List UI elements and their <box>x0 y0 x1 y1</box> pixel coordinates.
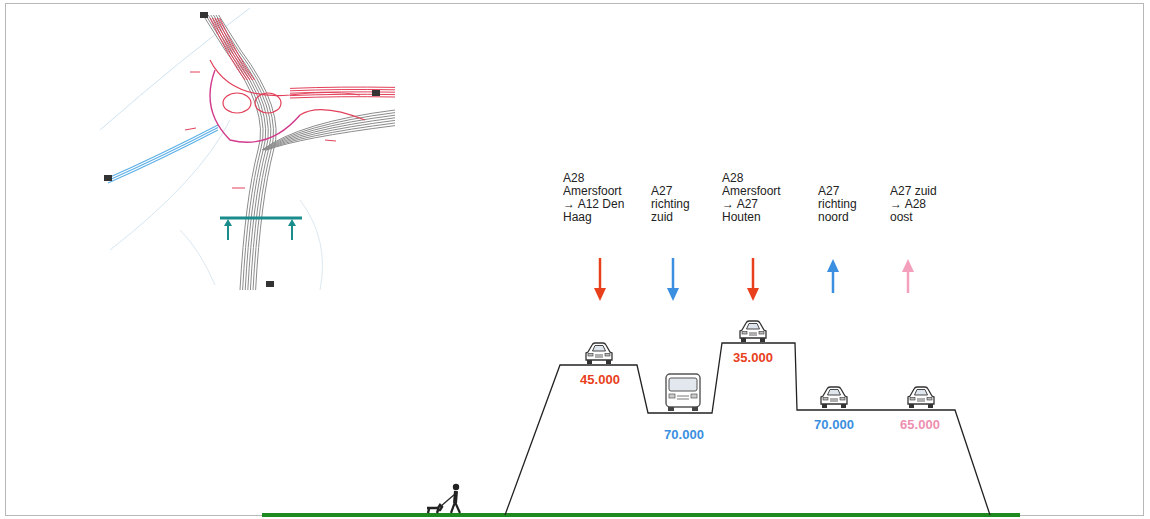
direction-label: A27 richting noord <box>818 185 870 224</box>
embankment-profile <box>505 343 990 515</box>
car-icon <box>740 321 766 342</box>
traffic-count: 45.000 <box>580 373 620 387</box>
car-icon <box>586 343 612 364</box>
car-icon <box>821 387 847 408</box>
pedestrian-with-dog <box>427 484 460 513</box>
frame <box>6 4 1144 516</box>
direction-label: A27 richting zuid <box>651 185 703 224</box>
bus-icon <box>666 374 700 411</box>
ground-line <box>262 513 1020 517</box>
direction-label: A28 Amersfoort → A12 Den Haag <box>563 172 635 224</box>
direction-arrows <box>594 258 914 301</box>
traffic-count: 65.000 <box>900 418 940 432</box>
traffic-count: 70.000 <box>814 418 854 432</box>
car-icon <box>908 387 934 408</box>
direction-label: A27 zuid → A28 oost <box>890 185 950 224</box>
direction-label: A28 Amersfoort → A27 Houten <box>722 172 794 224</box>
interchange-map <box>100 8 395 290</box>
traffic-count: 35.000 <box>733 351 773 365</box>
traffic-count: 70.000 <box>664 428 704 442</box>
